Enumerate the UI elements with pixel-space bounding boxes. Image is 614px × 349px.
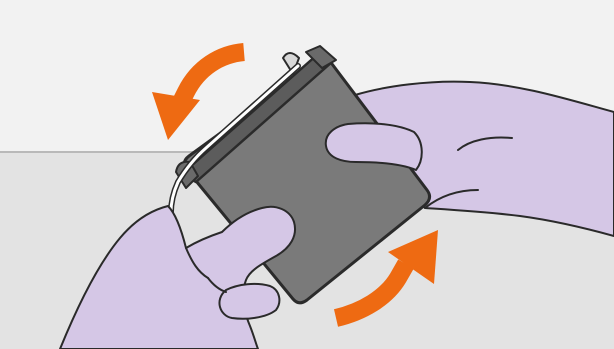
illustration-canvas <box>0 0 614 349</box>
illustration-frame <box>0 0 614 349</box>
